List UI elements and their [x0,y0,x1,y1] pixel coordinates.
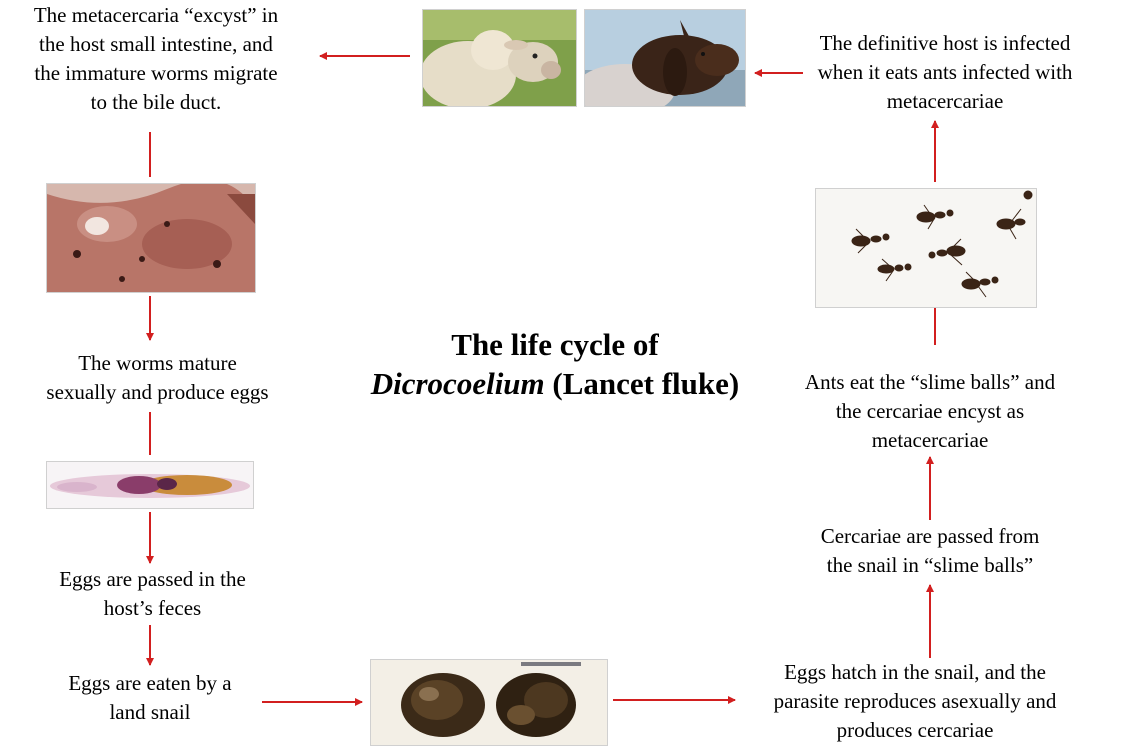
lancet-fluke-worm-photo [46,461,254,509]
step-ants-text: Ants eat the “slime balls” and the cerca… [770,368,1090,455]
step-snail-eaten-text: Eggs are eaten by a land snail [30,669,270,727]
ants-photo [815,188,1037,308]
step-mature-text: The worms mature sexually and produce eg… [10,349,305,407]
step-excyst-text: The metacercaria “excyst” in the host sm… [0,1,312,117]
diagram-title: The life cycle of Dicrocoelium (Lancet f… [330,325,780,403]
title-line2: Dicrocoelium (Lancet fluke) [330,364,780,403]
goat-photo [584,9,746,107]
step-feces-text: Eggs are passed in the host’s feces [15,565,290,623]
title-genus: Dicrocoelium [371,366,545,401]
infected-liver-photo [46,183,256,293]
step-cercariae-text: Cercariae are passed from the snail in “… [785,522,1075,580]
title-line1: The life cycle of [330,325,780,364]
title-common-name: (Lancet fluke) [552,366,739,401]
step-hatch-text: Eggs hatch in the snail, and the parasit… [735,658,1095,745]
sheep-photo [422,9,577,107]
land-snails-photo [370,659,608,746]
step-infected-text: The definitive host is infected when it … [800,29,1090,116]
